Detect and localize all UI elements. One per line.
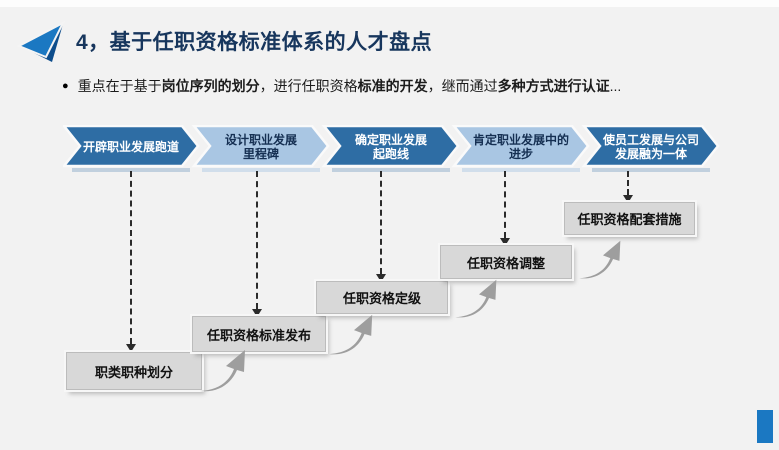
corner-accent-rect	[757, 410, 773, 443]
bullet-row: ● 重点在于基于岗位序列的划分，进行任职资格标准的开发，继而通过多种方式进行认证…	[62, 77, 762, 96]
chevron-reflection	[202, 168, 320, 172]
bullet-segment: ，继而通过	[427, 78, 498, 94]
arrowhead	[376, 274, 386, 282]
arrowhead	[252, 309, 262, 317]
dashed-down-arrow-1	[126, 171, 136, 352]
chevron-shape-4	[451, 125, 590, 168]
stair-box-4: 任职资格调整	[440, 245, 572, 279]
dashed-down-arrow-3	[376, 171, 386, 282]
bullet-marker: ●	[62, 80, 69, 92]
curved-up-arrow-1	[200, 350, 245, 392]
bullet-segment: ...	[609, 78, 622, 94]
arrowhead	[126, 344, 136, 352]
chevron-shape-5	[581, 125, 720, 168]
chevron-reflection	[72, 168, 190, 172]
bullet-segment: 重点在于基于	[77, 78, 162, 94]
bullet-segment: 多种方式进行认证	[497, 78, 610, 94]
dashed-down-arrow-2	[252, 171, 262, 317]
top-strip	[0, 0, 779, 7]
page-title: 4，基于任职资格标准体系的人才盘点	[76, 31, 433, 54]
paper-plane-body	[16, 20, 66, 59]
chevron-shape-1	[63, 125, 200, 168]
paper-plane-icon	[16, 20, 66, 62]
bullet-segment: 标准的开发	[357, 78, 428, 94]
chevron-strip	[63, 125, 720, 172]
bullet-text: 重点在于基于岗位序列的划分，进行任职资格标准的开发，继而通过多种方式进行认证..…	[78, 77, 622, 96]
dashed-down-arrow-5	[623, 171, 633, 203]
stair-box-2: 任职资格标准发布	[192, 316, 326, 352]
dashed-down-arrow-4	[500, 171, 510, 246]
stair-box-3: 任职资格定级	[316, 281, 448, 314]
arrowhead	[500, 238, 510, 246]
stair-box-1: 职类职种划分	[66, 352, 202, 390]
arrowhead	[623, 195, 633, 203]
curved-up-arrow-2	[329, 314, 373, 355]
curved-up-arrow-3	[455, 279, 497, 318]
chevron-shape-3	[321, 125, 460, 168]
chevron-reflection	[592, 168, 710, 172]
stair-box-5: 任职资格配套措施	[564, 202, 695, 235]
curved-up-arrow-4	[579, 240, 621, 279]
bullet-segment: 岗位序列的划分	[161, 78, 260, 94]
bullet-segment: ，进行任职资格	[259, 78, 358, 94]
chevron-shape-2	[191, 125, 330, 168]
chevron-reflection	[332, 168, 450, 172]
chevron-reflection	[462, 168, 580, 172]
